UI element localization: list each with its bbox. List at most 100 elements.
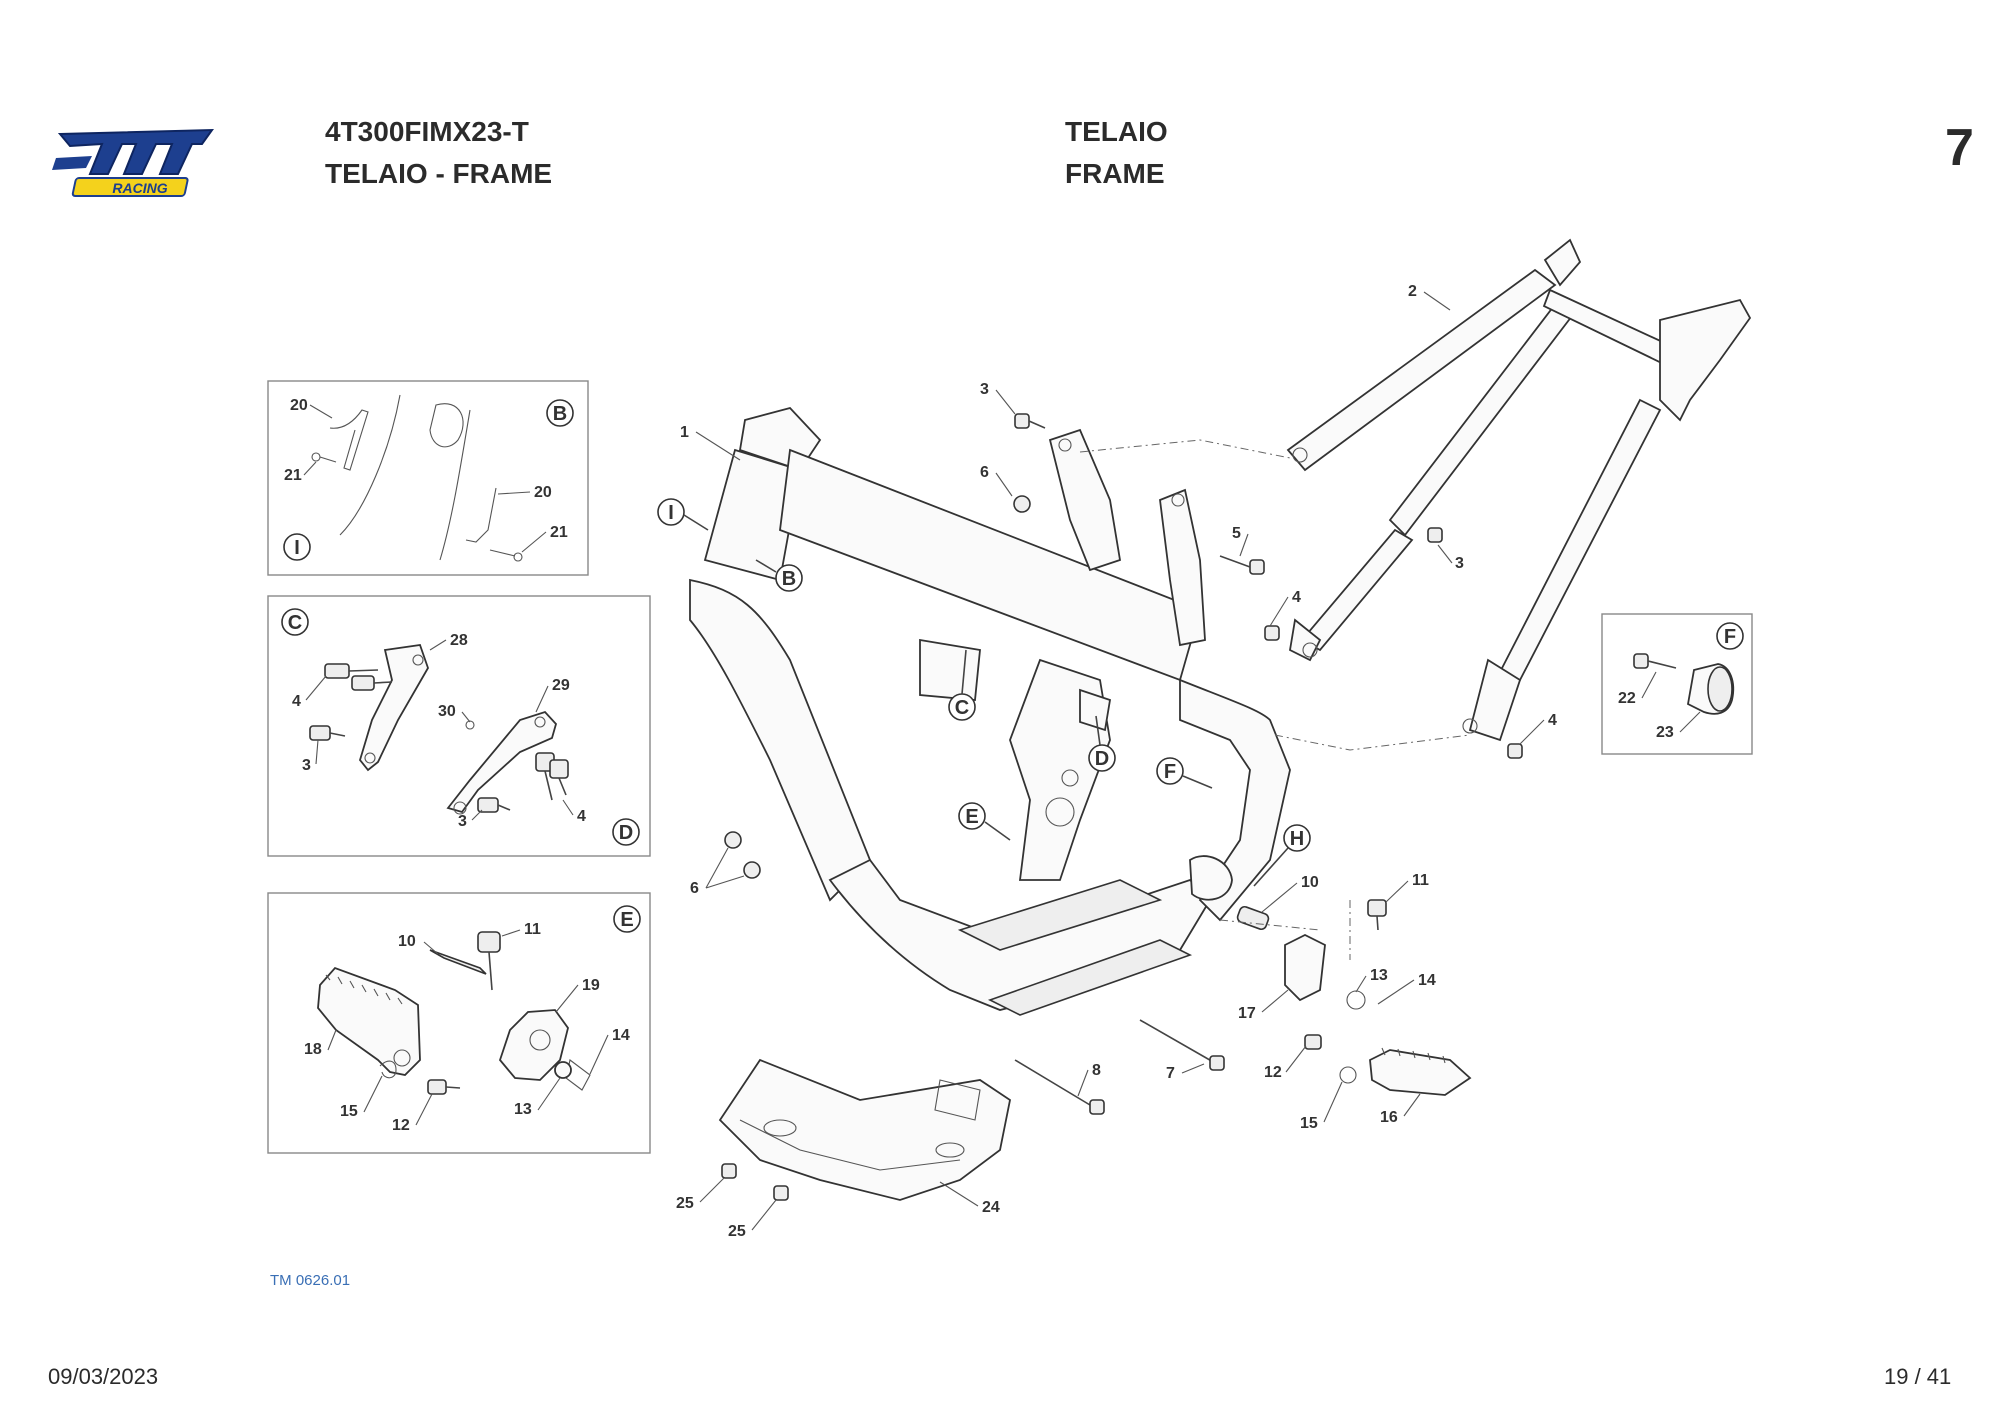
callout-23: 23 (1656, 724, 1674, 741)
detail-box-f (1601, 613, 1753, 755)
callout-4: 4 (577, 808, 586, 825)
callout-24: 24 (982, 1199, 1000, 1216)
svg-text:RACING: RACING (112, 180, 167, 196)
skid-plate (718, 1058, 1012, 1201)
callout-14: 14 (1418, 972, 1436, 989)
callout-11: 11 (524, 921, 541, 938)
callout-1: 1 (680, 424, 689, 441)
callout-13: 13 (514, 1101, 532, 1118)
detail-box-e (267, 892, 651, 1154)
badge-d-box: D (612, 818, 640, 846)
callout-12: 12 (392, 1117, 410, 1134)
section-title-en: FRAME (1065, 158, 1165, 189)
callout-18: 18 (304, 1041, 322, 1058)
callout-19: 19 (582, 977, 600, 994)
detail-b-i-callouts: 20 21 20 21 (284, 397, 568, 553)
badge-letter: E (620, 909, 633, 931)
badge-letter: C (288, 612, 302, 634)
print-date: 09/03/2023 (48, 1364, 159, 1389)
badge-f-box: F (1716, 622, 1744, 650)
section-number: 7 (1945, 119, 1974, 177)
callout-25: 25 (676, 1195, 694, 1212)
callout-3: 3 (1455, 555, 1464, 572)
badge-e-box: E (613, 905, 641, 933)
assembly-lines (1079, 439, 1471, 960)
badge-f-main: F (1156, 757, 1213, 789)
callout-28: 28 (450, 632, 468, 649)
callout-13: 13 (1370, 967, 1388, 984)
callout-6: 6 (690, 880, 699, 897)
callout-22: 22 (1618, 690, 1636, 707)
detail-e-parts (317, 931, 591, 1095)
callout-3: 3 (302, 757, 311, 774)
badge-letter: I (668, 502, 674, 524)
callout-4: 4 (1292, 589, 1301, 606)
callout-10: 10 (1301, 874, 1319, 891)
callout-3: 3 (980, 381, 989, 398)
badge-letter: E (965, 806, 978, 828)
badge-d-main: D (1088, 715, 1116, 772)
section-title-it: TELAIO (1065, 116, 1168, 147)
badge-letter: I (294, 537, 300, 559)
badge-letter: D (1095, 748, 1109, 770)
callout-15: 15 (1300, 1115, 1318, 1132)
badge-h-main: H (1253, 824, 1311, 887)
footpeg-assembly (1236, 899, 1472, 1096)
callout-12: 12 (1264, 1064, 1282, 1081)
badge-letter: H (1290, 828, 1304, 850)
callout-16: 16 (1380, 1109, 1398, 1126)
callout-2: 2 (1408, 283, 1417, 300)
badge-letter: C (955, 697, 969, 719)
callout-4: 4 (1548, 712, 1557, 729)
page-subtitle: TELAIO - FRAME (325, 158, 553, 189)
badge-letter: D (619, 822, 633, 844)
main-frame (689, 406, 1291, 1016)
callout-17: 17 (1238, 1005, 1256, 1022)
badge-letter: F (1164, 761, 1176, 783)
callout-8: 8 (1092, 1062, 1101, 1079)
badge-i-main: I (657, 498, 709, 531)
main-detail-badges: I B C D E F H (657, 498, 1311, 887)
badge-c-box: C (281, 608, 309, 636)
callout-21: 21 (284, 467, 302, 484)
detail-f-parts (1633, 653, 1735, 715)
badge-c-main: C (948, 649, 976, 721)
callout-29: 29 (552, 677, 570, 694)
callout-30: 30 (438, 703, 456, 720)
callout-20: 20 (534, 484, 552, 501)
detail-e-callouts: 10 11 19 18 14 15 12 13 (304, 921, 630, 1134)
callout-7: 7 (1166, 1065, 1175, 1082)
badge-b-main: B (755, 559, 803, 592)
callout-11: 11 (1412, 872, 1429, 889)
badge-i-box: I (283, 533, 311, 561)
callout-10: 10 (398, 933, 416, 950)
small-bolts (721, 413, 1523, 1201)
model-code: 4T300FIMX23-T (325, 116, 529, 147)
rear-subframe (1286, 238, 1752, 742)
callout-3: 3 (458, 813, 467, 830)
detail-box-b-i (267, 380, 589, 576)
badge-b-box: B (546, 399, 574, 427)
callout-14: 14 (612, 1027, 630, 1044)
callout-25: 25 (728, 1223, 746, 1240)
detail-c-d-parts (309, 644, 569, 815)
callout-5: 5 (1232, 525, 1241, 542)
page-number: 19 / 41 (1884, 1364, 1952, 1389)
callout-21: 21 (550, 524, 568, 541)
detail-c-d-callouts: 28 4 3 30 29 3 4 (292, 632, 586, 830)
badge-letter: F (1724, 626, 1736, 648)
tm-racing-logo: RACING (52, 122, 222, 202)
callout-15: 15 (340, 1103, 358, 1120)
drawing-reference: TM 0626.01 (270, 1272, 351, 1289)
long-bolts (1014, 1019, 1225, 1115)
callout-20: 20 (290, 397, 308, 414)
detail-box-c-d (267, 595, 651, 857)
detail-b-i-parts (311, 394, 523, 562)
badge-letter: B (553, 403, 567, 425)
detail-f-callouts: 22 23 (1618, 671, 1701, 741)
badge-letter: B (782, 568, 796, 590)
main-callouts: 1 2 3 3 4 4 5 6 6 7 8 10 11 12 13 14 15 … (676, 283, 1557, 1240)
badge-e-main: E (958, 802, 1011, 841)
callout-6: 6 (980, 464, 989, 481)
